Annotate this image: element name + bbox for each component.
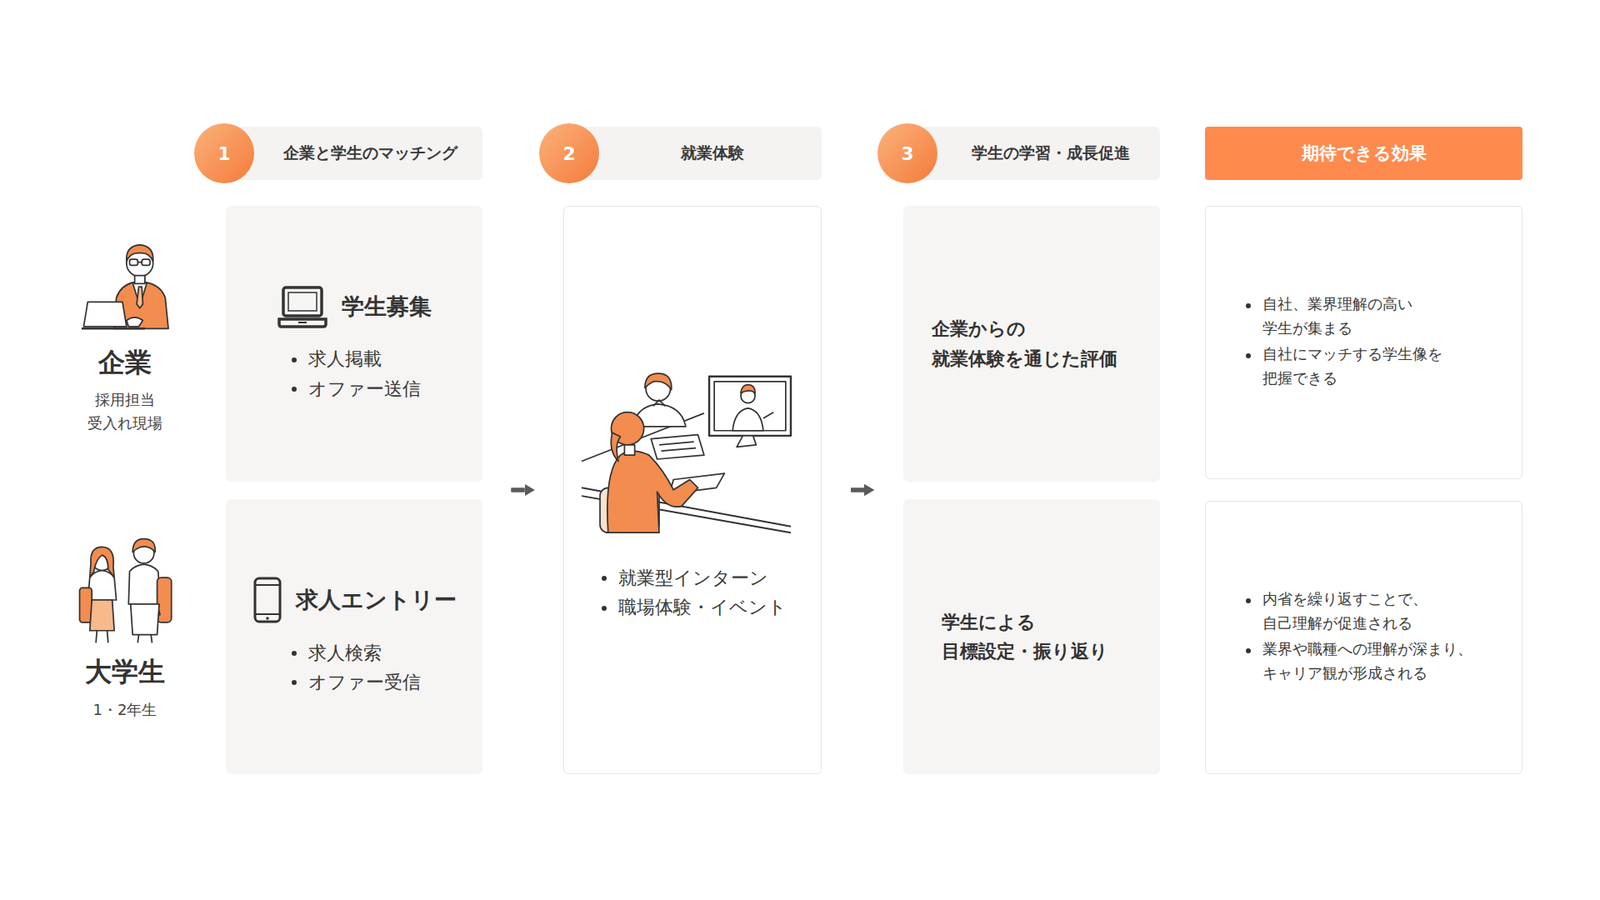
bullet-item: 業界や職種への理解が深まり、 キャリア観が形成される [1242,637,1509,686]
laptop-icon [276,284,329,330]
circle-box: 2 [539,123,600,184]
bullet-item: 内省を繰り返すことで、 自己理解が促進される [1242,587,1509,636]
text-line: 大学生 [41,654,209,691]
box-heading: 求人エントリー [295,585,457,615]
text-line: 学生による [941,607,1150,637]
text-line: 職場体験・イベント [618,592,787,622]
text-line: 求人検索 [308,638,421,668]
text-line: 就業体験を通じた評価 [931,344,1150,374]
text-line: オファー送信 [308,374,421,404]
text-line: 企業と学生のマッチング [283,142,458,165]
text-line: 受入れ現場 [41,411,209,435]
pill-box: 学生の学習・成長促進3 [907,126,1160,180]
bullet-item: オファー受信 [288,667,421,697]
text-line: 求人エントリー [295,585,457,615]
text-line: 企業 [41,345,209,382]
bullet-item: 自社、業界理解の高い 学生が集まる [1242,292,1509,341]
stage-text: 学生による 目標設定・振り返り [941,607,1150,666]
bullet-item: オファー送信 [288,374,421,404]
step-number: 2 [562,143,575,165]
bullet-list: 求人検索オファー受信 [288,638,421,697]
phone-icon [252,576,283,624]
heading-row: 求人エントリー [252,576,457,624]
stage-text: 企業からの 就業体験を通じた評価 [931,314,1150,373]
circle-box: 3 [877,123,938,184]
actor-name: 大学生 [41,654,209,691]
text-line: 採用担当 [41,388,209,412]
column-heading: 学生の学習・成長促進 [971,142,1130,165]
bullet-list: 自社、業界理解の高い 学生が集まる自社にマッチする学生像を 把握できる [1242,292,1509,392]
bullet-list: 就業型インターン職場体験・イベント [598,563,787,622]
bullet-item: 求人掲載 [288,344,421,374]
text-line: 1 [217,143,230,165]
bullet-item: 求人検索 [288,638,421,668]
text-line: 学生が集まる [1262,316,1509,341]
effect-box: 内省を繰り返すことで、 自己理解が促進される業界や職種への理解が深まり、 キャリ… [1205,500,1523,775]
text-line: キャリア観が形成される [1262,661,1509,686]
text-line: 内省を繰り返すことで、 [1262,587,1509,612]
text-line: 自己理解が促進される [1262,611,1509,636]
actor-note: 1・2年生 [41,698,209,722]
pill-box: 就業体験2 [569,126,822,180]
text-line: 就業型インターン [618,563,787,593]
bullet-item: 自社にマッチする学生像を 把握できる [1242,342,1509,391]
text-line: 目標設定・振り返り [941,636,1150,666]
text-line: 就業体験 [680,142,745,165]
step-number: 3 [900,143,914,165]
bullet-item: 職場体験・イベント [598,592,787,622]
flow-arrow [511,488,525,493]
pill-box: 企業と学生のマッチング1 [224,126,483,180]
text-line: 学生募集 [341,291,432,322]
entry-box: 求人エントリー求人検索オファー受信 [225,499,483,775]
circle-box: 1 [194,123,255,184]
column-heading: 企業と学生のマッチング [283,142,458,165]
text-line: 企業からの [931,314,1150,344]
effect-box: 自社、業界理解の高い 学生が集まる自社にマッチする学生像を 把握できる [1205,205,1523,480]
text-line: オファー受信 [308,667,421,697]
actor-name: 企業 [41,345,209,382]
text-line: 自社にマッチする学生像を [1262,342,1509,367]
text-line: 自社、業界理解の高い [1262,292,1509,317]
header-box: 期待できる効果 [1205,126,1523,180]
bullet-list: 求人掲載オファー送信 [288,344,421,403]
middle-box: 就業型インターン職場体験・イベント [563,205,822,775]
bullet-item: 就業型インターン [598,563,787,593]
text-line: 1・2年生 [41,698,209,722]
students [80,539,172,644]
text-line: 把握できる [1262,366,1509,391]
actor-note: 採用担当 受入れ現場 [41,388,209,435]
text-line: 3 [900,143,914,165]
text-line: 求人掲載 [308,344,421,374]
flow-arrow [850,488,865,493]
flow-arrow [850,488,865,493]
step-number: 1 [217,143,230,165]
bullet-list: 内省を繰り返すことで、 自己理解が促進される業界や職種への理解が深まり、 キャリ… [1242,587,1509,687]
text-line: 期待できる効果 [1301,141,1427,165]
column-heading: 期待できる効果 [1301,141,1427,165]
text-line: 学生の学習・成長促進 [971,142,1130,165]
box-heading: 学生募集 [341,291,432,322]
column-heading: 就業体験 [680,142,745,165]
stagebox-box: 企業からの 就業体験を通じた評価 [903,205,1160,482]
entry-box: 学生募集求人掲載オファー送信 [225,205,483,482]
online-meeting-illustration [581,373,791,533]
stagebox-box: 学生による 目標設定・振り返り [903,499,1160,775]
heading-row: 学生募集 [276,284,432,330]
flow-arrow [511,488,525,493]
text-line: 2 [562,143,575,165]
company-person [81,245,169,329]
text-line: 業界や職種への理解が深まり、 [1262,637,1509,662]
